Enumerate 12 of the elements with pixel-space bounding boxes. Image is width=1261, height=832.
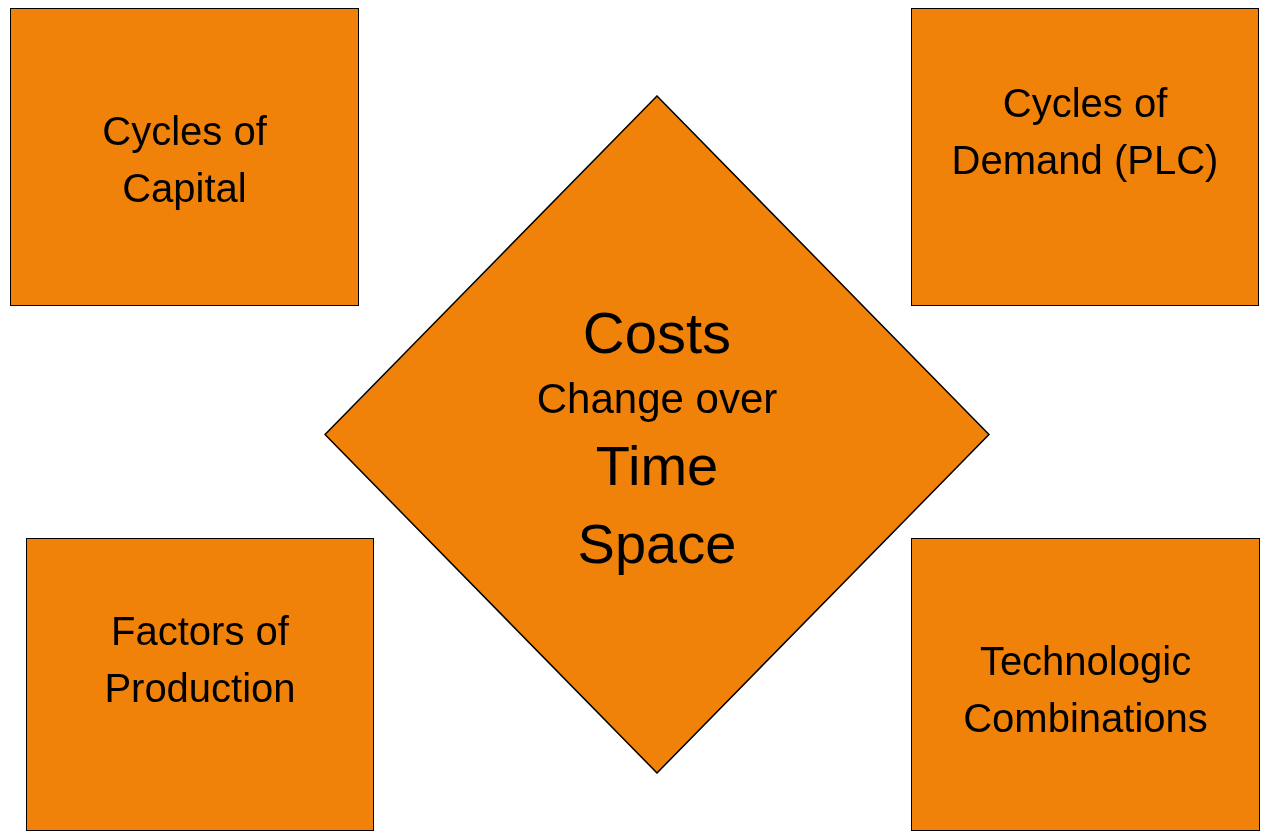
diamond-text: Space (577, 511, 737, 577)
diamond-text: Change over (536, 374, 778, 424)
diamond-text: Time (595, 433, 719, 499)
box-label: Factors of Production (103, 608, 297, 712)
box-label: Cycles of Demand (PLC) (950, 80, 1220, 184)
topic-box (26, 538, 374, 831)
box-label: Technologic Combinations (962, 638, 1209, 742)
topic-box (911, 8, 1259, 306)
topic-box (911, 538, 1260, 831)
box-label: Cycles of Capital (101, 108, 268, 212)
diamond-text: Costs (582, 300, 732, 366)
topic-box (10, 8, 359, 306)
